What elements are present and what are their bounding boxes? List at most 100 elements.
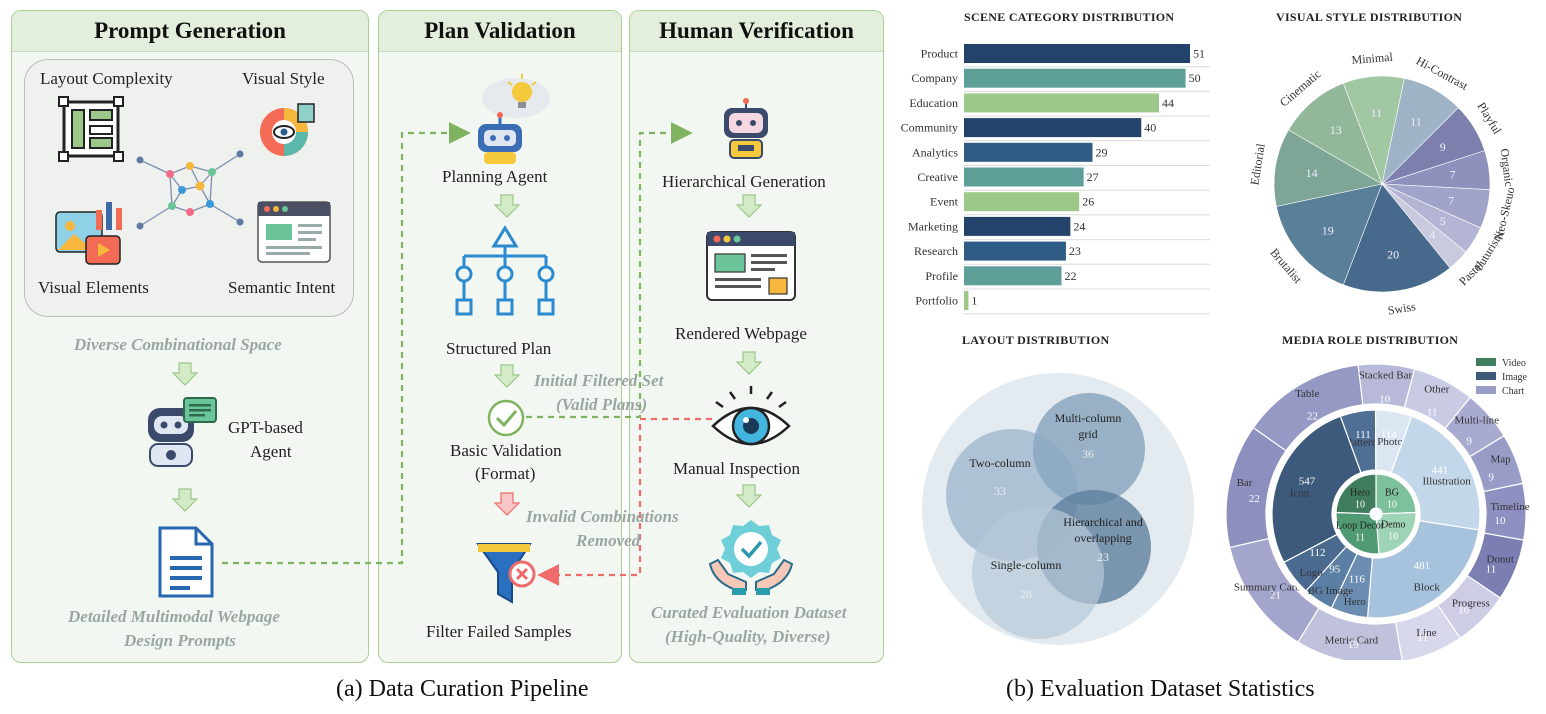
bar-product [964, 44, 1190, 63]
outer-value-table: 22 [1307, 411, 1318, 423]
caption-pipeline: (a) Data Curation Pipeline [336, 676, 589, 702]
check-circle-icon [487, 399, 525, 437]
middle-label-photo: Photo [1377, 436, 1403, 448]
bar-value-marketing: 24 [1073, 219, 1085, 233]
label-manual-inspection: Manual Inspection [673, 459, 800, 478]
outer-value-multi-line: 9 [1466, 435, 1472, 447]
middle-label-block: Block [1414, 581, 1441, 593]
label-initial-set-1: Initial Filtered Set [534, 371, 664, 390]
slice-label-playful: Playful [1474, 100, 1504, 137]
hierarchy-tree-icon [455, 225, 555, 316]
bar-analytics [964, 142, 1093, 162]
generation-robot-icon [724, 98, 768, 159]
bar-value-creative: 27 [1087, 170, 1099, 184]
browser-window-icon [257, 201, 331, 263]
caption-stats: (b) Evaluation Dataset Statistics [1006, 676, 1315, 702]
slice-label-editorial: Editorial [1247, 142, 1268, 186]
outer-label-map: Map [1491, 454, 1512, 466]
slice-value-swiss: 20 [1387, 247, 1399, 261]
outer-value-metric-card: 19 [1348, 639, 1360, 651]
outer-value-stacked-bar: 10 [1379, 393, 1391, 405]
outer-value-line: 11 [1417, 632, 1428, 644]
media-elements-icon [55, 202, 122, 265]
pipeline-connectors [222, 122, 712, 586]
media-sunburst-svg: Stacked Bar10Other11Multi-line9Map9Timel… [1225, 358, 1530, 660]
slice-value-cinematic: 13 [1330, 123, 1342, 137]
arrow-down-1 [172, 362, 198, 386]
bar-creative [964, 167, 1084, 187]
inner-value-bg: 10 [1387, 499, 1397, 510]
bar-value-product: 51 [1193, 47, 1205, 61]
panel-title-prompt: Prompt Generation [12, 11, 368, 52]
middle-value-block: 481 [1414, 560, 1431, 572]
bar-marketing [964, 216, 1071, 236]
slice-swiss [1342, 183, 1451, 293]
arrow-down-3 [494, 194, 520, 218]
arrow-down-5 [736, 194, 762, 218]
arrow-down-red [494, 492, 520, 516]
slice-brutalist [1276, 183, 1383, 286]
rendered-webpage-icon [706, 231, 796, 301]
middle-label-logo: Logo [1299, 567, 1323, 579]
bar-event [964, 192, 1080, 212]
middle-value-photo: 114 [1381, 429, 1398, 441]
inner-segment-demo [1375, 511, 1417, 555]
panel-title-plan: Plan Validation [379, 11, 621, 52]
category-label-company: Company [911, 71, 958, 85]
inner-value-demo: 10 [1388, 531, 1398, 542]
inner-segment-bg [1375, 473, 1417, 515]
category-label-portfolio: Portfolio [915, 294, 958, 308]
middle-segment-icon [1271, 415, 1362, 564]
middle-value-bg-image: 95 [1329, 563, 1341, 575]
label-output-prompts-2: Design Prompts [124, 631, 236, 650]
outer-label-stacked-bar: Stacked Bar [1359, 369, 1413, 381]
category-label-creative: Creative [917, 170, 958, 184]
label-visual-elements: Visual Elements [38, 278, 149, 297]
slice-label-swiss: Swiss [1387, 299, 1417, 317]
bubble-label-hier-2: overlapping [1074, 531, 1131, 545]
bar-education [964, 93, 1159, 113]
middle-value-icon: 547 [1299, 475, 1316, 487]
outer-value-donut: 11 [1486, 564, 1497, 576]
style-pie-svg: 13Cinematic11Minimal11Hi-Contrast9Playfu… [1247, 50, 1517, 318]
color-palette-icon [260, 103, 315, 156]
outer-segment-table [1252, 364, 1364, 452]
category-label-product: Product [921, 47, 959, 61]
outer-label-other: Other [1424, 384, 1449, 396]
bar-research [964, 241, 1066, 261]
label-basic-validation-1: Basic Validation [450, 441, 562, 460]
slice-value-minimal: 11 [1371, 106, 1383, 120]
layout-grid-icon [58, 96, 124, 162]
inner-label-demo: Demo [1381, 519, 1405, 530]
inner-label-hero: Hero [1350, 487, 1370, 498]
slice-value-organic: 7 [1450, 168, 1456, 182]
bubble-label-single: Single-column [991, 558, 1062, 572]
layout-chart-title: LAYOUT DISTRIBUTION [962, 333, 1110, 347]
bar-value-portfolio: 1 [971, 294, 977, 308]
slice-editorial [1273, 129, 1383, 207]
outer-label-multi-line: Multi-line [1454, 415, 1499, 427]
category-label-research: Research [914, 244, 958, 258]
inner-label-bg: BG [1385, 487, 1399, 498]
slice-value-brutalist: 19 [1322, 223, 1334, 237]
label-planning-agent: Planning Agent [442, 167, 548, 186]
outer-label-line: Line [1416, 627, 1436, 639]
category-label-marketing: Marketing [908, 219, 958, 233]
filter-funnel-icon [476, 543, 536, 604]
neural-network-icon [136, 150, 244, 230]
arrow-down-6 [736, 351, 762, 375]
bubble-value-multi: 36 [1082, 447, 1094, 461]
planning-agent-robot-icon [478, 74, 550, 164]
document-icon [158, 526, 214, 598]
middle-segment-block [1366, 520, 1480, 619]
slice-value-playful: 9 [1440, 140, 1446, 154]
label-initial-set-2: (Valid Plans) [556, 395, 648, 414]
panel-title-human: Human Verification [630, 11, 883, 52]
outer-label-progress: Progress [1452, 598, 1490, 610]
bar-value-analytics: 29 [1096, 145, 1108, 159]
bubble-value-single: 28 [1020, 587, 1032, 601]
arrow-down-2 [172, 488, 198, 512]
middle-segment-illustration [1390, 415, 1481, 531]
label-semantic-intent: Semantic Intent [228, 278, 336, 297]
